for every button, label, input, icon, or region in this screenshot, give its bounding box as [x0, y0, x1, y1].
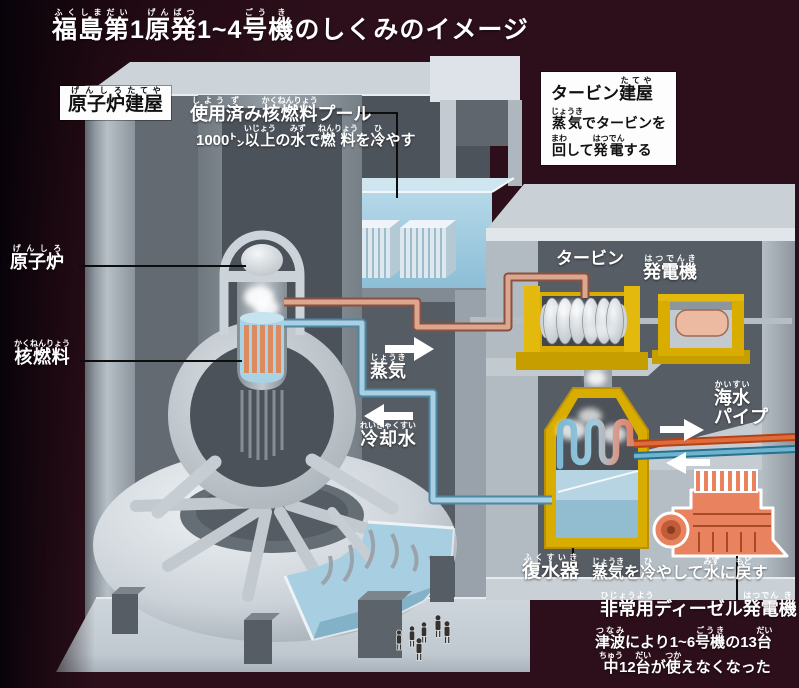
turbine: [516, 286, 648, 370]
generator: [652, 294, 750, 364]
condenser-coil: [556, 418, 650, 470]
steam-label: 蒸気じょうき: [370, 353, 406, 381]
page-title: 福島ふくしま第だい1原発げんぱつ1~4号ごう機きのしくみのイメージ: [52, 8, 529, 44]
pointer-line-pool: [358, 112, 398, 198]
seawater-cold-pipe: [633, 447, 796, 458]
rooftop-block: [430, 56, 520, 102]
support-blocks: [112, 556, 454, 664]
emergency-diesel-note-1: 津波つなみにより1~6号機ごうきの13台だい: [595, 626, 773, 651]
emergency-diesel-title: 非常用ひじょうようディーゼル発電はつでん機き: [600, 591, 797, 619]
turbine-roof: [486, 184, 795, 230]
control-rod-tubes: [240, 390, 284, 460]
generator-label: 発電機はつでんき: [643, 254, 697, 282]
turbine-shaft: [470, 317, 528, 324]
condenser: [544, 387, 650, 549]
turbine-label: タービン: [556, 249, 624, 268]
containment-dome: [219, 230, 305, 335]
reactor-building-label: 原子炉げんしろ建屋たてや: [60, 86, 172, 120]
seawater-pipe-label: 海水かいすい パイプ: [714, 380, 768, 427]
reactor-label: 原子炉げんしろ: [10, 244, 64, 272]
generator-rotor: [675, 309, 729, 337]
turbine-building-title: タービン建屋たてや: [551, 76, 653, 103]
turbine-building-note-1: 蒸気じょうきでタービンを: [551, 106, 666, 131]
seawater-hot-pipe: [633, 435, 796, 446]
turbine-building-infobox: タービン建屋たてや 蒸気じょうきでタービンを 回まわして発電はつでんする: [541, 72, 676, 166]
emergency-diesel-note-2: 中ちゅう12台だいが使つかえなくなった: [599, 651, 771, 676]
turbine-building-note-2: 回まわして発電はつでんする: [551, 134, 652, 159]
condenser-note: 蒸気じょうきを冷ひやして水みずに戻もどす: [592, 557, 768, 582]
cooling-water-label: 冷却水れいきゃくすい: [360, 421, 416, 449]
cooling-arrow-icon: [364, 404, 413, 428]
seawater-in-arrow-icon: [660, 419, 704, 441]
rpv-dome: [241, 244, 283, 276]
vent-pipes: [151, 453, 399, 519]
turbine-base: [486, 578, 795, 600]
spent-fuel-pool-label: 使用しよう済ずみ核燃料かくねんりょうプール: [190, 96, 372, 124]
seawater-pipes: [633, 433, 796, 460]
seawater-out-arrow-icon: [666, 452, 710, 474]
people-scale-figures: [396, 614, 451, 661]
steam-arrow-icon: [385, 337, 434, 361]
containment-vessel: [151, 230, 399, 519]
reactor-pressure-vessel: [224, 244, 300, 390]
diesel-generator: [652, 469, 789, 558]
fuel-rods: [244, 325, 281, 373]
nuclear-fuel-label: 核燃料かくねんりょう: [14, 339, 70, 367]
condenser-label: 復水器ふくすいき: [522, 553, 580, 582]
reactor-roof: [85, 62, 505, 95]
spent-fuel-pool-note: 1000㌧以上いじょうの水みずで燃料ねんりょうを冷ひやす: [196, 124, 416, 149]
